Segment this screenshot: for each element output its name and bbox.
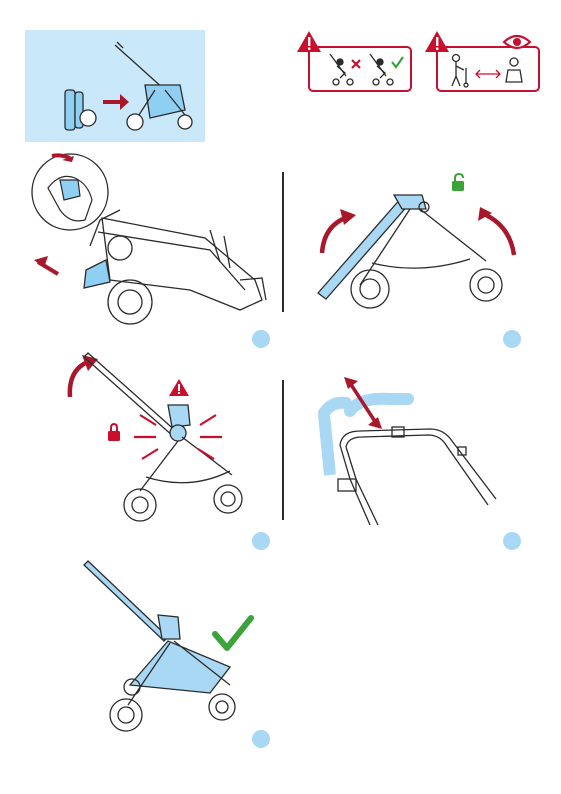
warning-seat-box bbox=[308, 46, 412, 92]
warning-triangle-icon bbox=[424, 30, 450, 54]
step-lift-frame bbox=[310, 165, 535, 325]
step-marker-3 bbox=[252, 532, 270, 550]
step-marker-4 bbox=[503, 532, 521, 550]
step-marker-2 bbox=[503, 330, 521, 348]
divider bbox=[282, 172, 284, 312]
step-lock-frame bbox=[60, 345, 260, 525]
warning-child-box bbox=[436, 46, 540, 92]
stroller-fold-unfold-icon bbox=[25, 30, 205, 142]
eye-icon bbox=[502, 32, 532, 52]
step-marker-5 bbox=[252, 730, 270, 748]
unlocked-padlock-icon bbox=[450, 174, 466, 192]
divider bbox=[282, 380, 284, 520]
warning-triangle-icon bbox=[168, 378, 190, 398]
locked-padlock-icon bbox=[106, 424, 122, 442]
warning-triangle-icon bbox=[296, 30, 322, 54]
step-adjust-handle bbox=[310, 375, 510, 530]
step-unfold-release bbox=[30, 150, 275, 340]
intro-panel bbox=[25, 30, 205, 142]
check-mark-icon bbox=[212, 614, 254, 652]
